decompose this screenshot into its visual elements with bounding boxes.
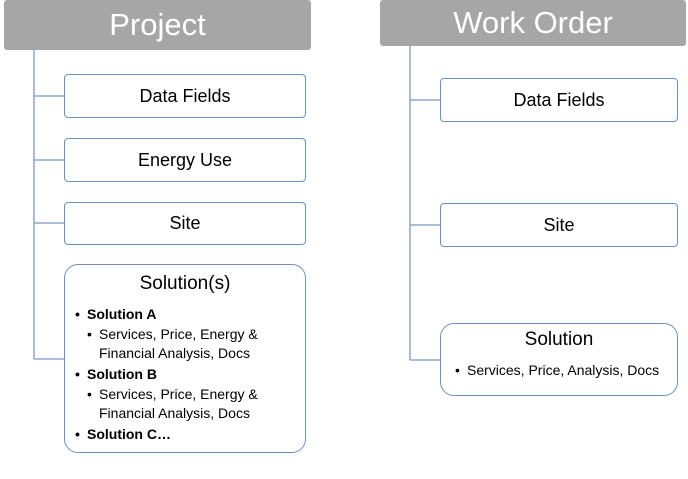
wo-data-fields-label: Data Fields <box>513 89 605 110</box>
project-solutions-title: Solution(s) <box>139 273 231 294</box>
solution-a-name: Solution A <box>75 305 299 324</box>
wo-site-box: Site <box>440 203 678 247</box>
wo-solution-detail: Services, Price, Analysis, Docs <box>451 362 671 378</box>
solution-a-detail: Services, Price, Energy & Financial Anal… <box>75 325 299 363</box>
solution-b-detail: Services, Price, Energy & Financial Anal… <box>75 385 299 423</box>
project-data-fields-label: Data Fields <box>139 85 231 106</box>
project-header: Project <box>4 0 311 50</box>
work-order-title: Work Order <box>453 5 613 40</box>
solution-a-detail-line2: Financial Analysis, Docs <box>99 345 250 361</box>
solution-b-name: Solution B <box>75 365 299 384</box>
project-energy-use-box: Energy Use <box>64 138 306 182</box>
solution-b-detail-line1: Services, Price, Energy & <box>99 386 258 402</box>
project-energy-use-label: Energy Use <box>137 149 233 170</box>
work-order-header: Work Order <box>380 0 686 46</box>
project-title: Project <box>109 7 206 42</box>
wo-data-fields-box: Data Fields <box>440 78 678 122</box>
solution-c-name: Solution C… <box>75 425 299 444</box>
wo-site-label: Site <box>543 214 575 235</box>
project-site-label: Site <box>169 213 201 233</box>
wo-solution-box: Solution Services, Price, Analysis, Docs <box>440 323 678 396</box>
solution-list: Solution A Services, Price, Energy & Fin… <box>75 305 299 444</box>
solution-b-detail-line2: Financial Analysis, Docs <box>99 405 250 421</box>
project-data-fields-box: Data Fields <box>64 74 306 118</box>
wo-solution-title: Solution <box>524 329 594 350</box>
project-solutions-box: Solution(s) Solution A Services, Price, … <box>64 264 306 453</box>
solution-a-detail-line1: Services, Price, Energy & <box>99 326 258 342</box>
project-site-box: Site <box>64 202 306 245</box>
